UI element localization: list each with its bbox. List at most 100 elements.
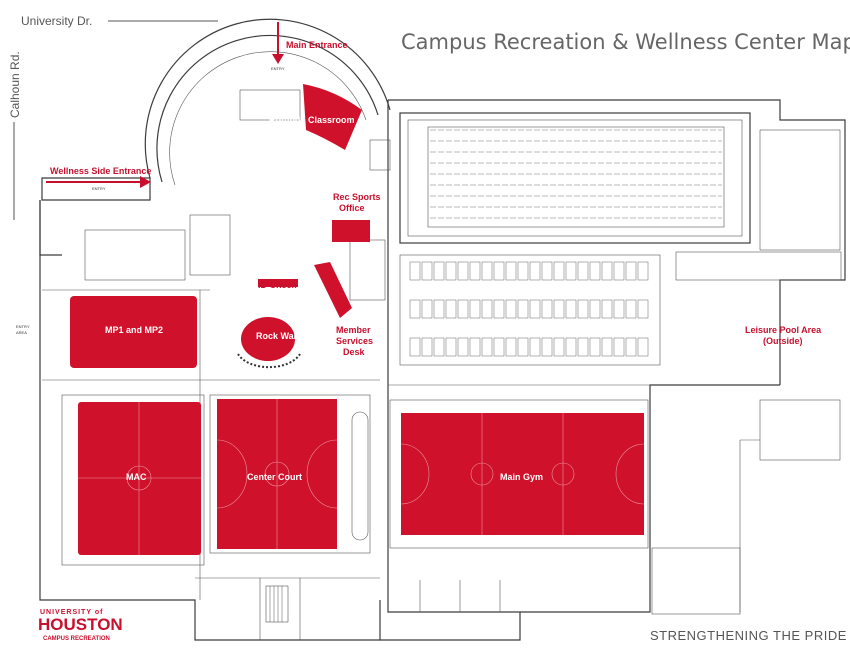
main-entrance-arrow [272, 22, 284, 64]
locker-block [601, 299, 613, 319]
locker-rows [409, 261, 649, 357]
locker-block [481, 261, 493, 281]
rec-sports-label-2: Office [339, 203, 365, 213]
id-check-label: ID Check [258, 280, 298, 290]
locker-block [565, 299, 577, 319]
main-entry-tag: ENTRY [271, 66, 285, 71]
locker-block [553, 299, 565, 319]
locker-block [445, 337, 457, 357]
locker-block [637, 337, 649, 357]
court-markings [78, 399, 645, 555]
locker-block [553, 337, 565, 357]
footer-tagline: STRENGTHENING THE PRIDE [650, 628, 847, 643]
leisure-pool-label-1: Leisure Pool Area [745, 325, 822, 335]
locker-block [421, 299, 433, 319]
main-gym-area[interactable] [401, 413, 644, 535]
bleachers [265, 585, 289, 623]
locker-block [493, 261, 505, 281]
mp-label: MP1 and MP2 [105, 325, 163, 335]
locker-block [505, 337, 517, 357]
locker-block [457, 337, 469, 357]
locker-block [565, 337, 577, 357]
locker-block [529, 261, 541, 281]
leisure-pool-label-2: (Outside) [763, 336, 803, 346]
logo-line3: CAMPUS RECREATION [43, 636, 110, 642]
locker-block [541, 261, 553, 281]
locker-block [625, 261, 637, 281]
rock-wall-label: Rock Wall [256, 331, 299, 341]
logo-line2: HOUSTON [38, 615, 123, 634]
locker-block [517, 337, 529, 357]
locker-block [469, 337, 481, 357]
locker-block [577, 337, 589, 357]
building-walls [39, 18, 846, 641]
locker-block [541, 337, 553, 357]
mac-area[interactable] [78, 402, 201, 555]
locker-block [517, 261, 529, 281]
locker-block [529, 337, 541, 357]
mp1-mp2-area[interactable] [70, 296, 197, 368]
locker-block [541, 299, 553, 319]
locker-block [421, 261, 433, 281]
locker-block [601, 337, 613, 357]
locker-block [589, 299, 601, 319]
logo-line1: UNIVERSITY of [40, 609, 103, 616]
locker-block [637, 261, 649, 281]
rotunda-classroom-area[interactable] [303, 84, 362, 150]
mac-label: MAC [126, 472, 147, 482]
locker-block [505, 261, 517, 281]
locker-block [589, 337, 601, 357]
locker-block [457, 299, 469, 319]
locker-block [517, 299, 529, 319]
member-services-label-1: Member [336, 325, 371, 335]
wellness-entrance-arrow [46, 176, 151, 188]
rock-wall-area[interactable] [241, 317, 295, 361]
locker-block [469, 299, 481, 319]
locker-block [433, 299, 445, 319]
locker-block [577, 261, 589, 281]
locker-block [409, 299, 421, 319]
member-services-label-2: Services [336, 336, 373, 346]
member-services-label-3: Desk [343, 347, 366, 357]
wellness-entry-tag: ENTRY [92, 186, 106, 191]
locker-block [577, 299, 589, 319]
page-title: Campus Recreation & Wellness Center Map [401, 30, 850, 54]
locker-block [493, 337, 505, 357]
locker-block [445, 299, 457, 319]
member-services-desk-area[interactable] [314, 262, 352, 318]
rec-sports-office-area[interactable] [332, 220, 370, 242]
street-university-dr: University Dr. [21, 14, 92, 28]
locker-block [625, 337, 637, 357]
locker-block [493, 299, 505, 319]
locker-block [613, 261, 625, 281]
locker-block [481, 299, 493, 319]
id-check-area[interactable] [258, 279, 298, 287]
locker-block [421, 337, 433, 357]
locker-block [613, 337, 625, 357]
uh-logo: UNIVERSITY of HOUSTON CAMPUS RECREATION [38, 609, 123, 642]
locker-block [445, 261, 457, 281]
main-entrance-label: Main Entrance [286, 40, 348, 50]
rec-sports-label-1: Rec Sports [333, 192, 381, 202]
west-entry-tag: ENTRY [16, 324, 30, 329]
locker-block [625, 299, 637, 319]
locker-block [481, 337, 493, 357]
rotunda-classroom-label: Rotunda Classroom [269, 115, 355, 125]
street-calhoun-rd: Calhoun Rd. [8, 51, 22, 118]
locker-block [589, 261, 601, 281]
wellness-side-entrance-label: Wellness Side Entrance [50, 166, 151, 176]
locker-block [637, 299, 649, 319]
center-court-label: Center Court [247, 472, 302, 482]
locker-block [433, 337, 445, 357]
locker-block [613, 299, 625, 319]
west-entry-tag-2: AREA [16, 330, 27, 335]
main-gym-label: Main Gym [500, 472, 543, 482]
locker-block [409, 261, 421, 281]
locker-block [553, 261, 565, 281]
locker-block [409, 337, 421, 357]
locker-block [601, 261, 613, 281]
locker-block [565, 261, 577, 281]
locker-block [505, 299, 517, 319]
